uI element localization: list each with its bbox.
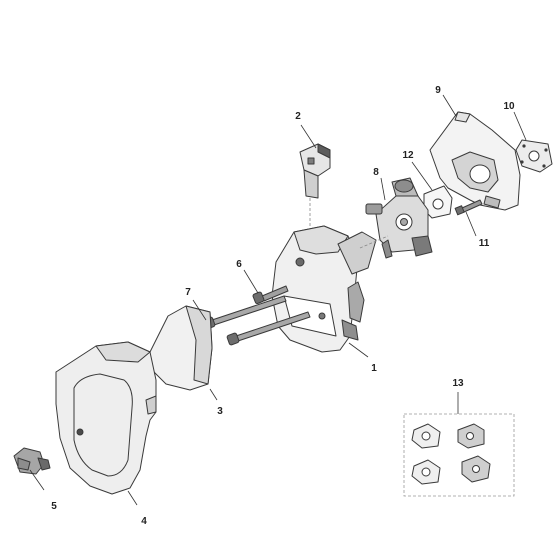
part-10-gasket [515,139,553,173]
callout-13: 13 [452,378,464,389]
callout-10: 10 [503,101,515,112]
callout-8: 8 [373,167,379,178]
part-4-filter-cover [55,341,157,495]
part-5-knob [13,447,51,475]
part-9-heat-shield [429,111,521,211]
dash-line-1-8 [359,235,389,249]
part-8-carburetor [365,177,433,259]
part-2-connector [299,143,331,199]
callout-9: 9 [435,85,441,96]
callout-5: 5 [51,501,57,512]
callout-12: 12 [402,150,414,161]
callout-6: 6 [236,259,242,270]
leader-lines [29,94,527,506]
callout-4: 4 [141,516,147,527]
part-13-kit-box [403,413,515,497]
callout-labels: 1 2 3 4 5 6 7 8 9 10 11 12 13 [51,85,515,527]
part-11-bolt [454,199,483,216]
callout-11: 11 [479,238,490,249]
callout-2: 2 [295,111,301,122]
callout-3: 3 [217,406,223,417]
part-6-screw [252,285,289,305]
callout-7: 7 [185,287,191,298]
part-3-filter-element [149,305,213,391]
callout-1: 1 [371,363,377,374]
